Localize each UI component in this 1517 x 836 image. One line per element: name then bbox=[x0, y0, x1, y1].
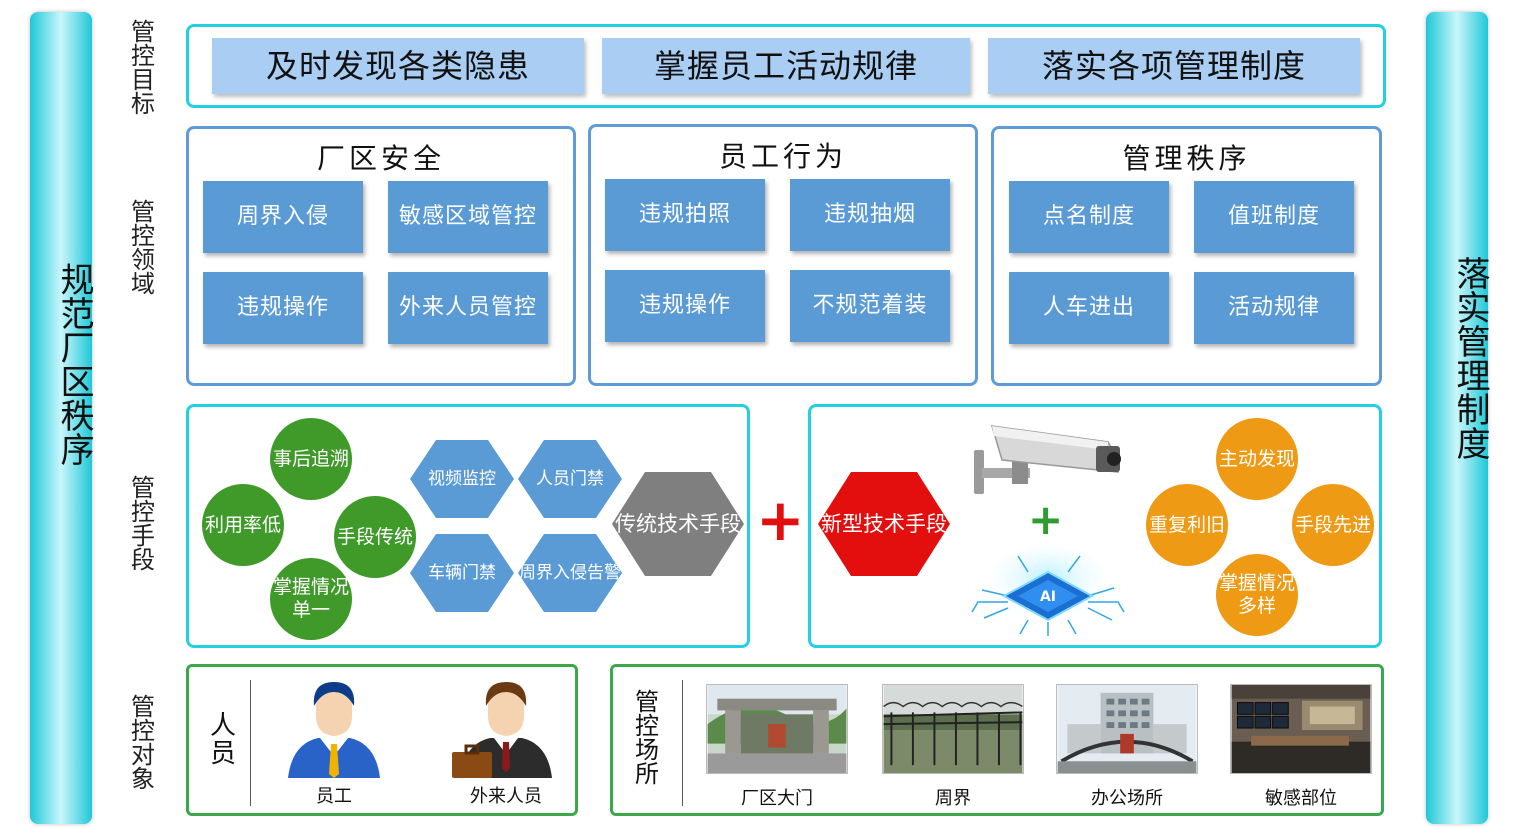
row-label-means: 管控手段 bbox=[131, 474, 155, 574]
perimeter-caption: 周界 bbox=[935, 788, 971, 809]
goal-box-1: 及时发现各类隐患 bbox=[212, 38, 584, 94]
domain-tile: 违规拍照 bbox=[605, 179, 765, 251]
domain-tile: 违规抽烟 bbox=[790, 179, 950, 251]
new-circle: 掌握情况多样 bbox=[1216, 554, 1298, 636]
trad-hex: 视频监控 bbox=[410, 440, 514, 518]
new-circle: 主动发现 bbox=[1216, 418, 1298, 500]
left-bar-text: 规范厂区秩序 bbox=[54, 262, 94, 466]
new-tech-hex: 新型技术手段 bbox=[818, 472, 950, 576]
new-circle: 手段先进 bbox=[1292, 484, 1374, 566]
visitor-icon bbox=[452, 682, 552, 778]
people-divider bbox=[250, 680, 251, 806]
plus-icon-red: + bbox=[756, 486, 805, 554]
domain-tile: 不规范着装 bbox=[790, 270, 950, 342]
trad-circle: 掌握情况单一 bbox=[270, 558, 352, 640]
domain-tile: 周界入侵 bbox=[203, 181, 363, 253]
domain-tile: 人车进出 bbox=[1009, 272, 1169, 344]
cctv-camera-icon bbox=[974, 425, 1121, 494]
domain-panel-staff: 员工行为 违规拍照 违规抽烟 违规操作 不规范着装 bbox=[588, 124, 978, 386]
domain-tile: 违规操作 bbox=[203, 272, 363, 344]
domain-title: 管理秩序 bbox=[1122, 142, 1251, 175]
domain-tile: 外来人员管控 bbox=[388, 272, 548, 344]
row-label-object: 管控对象 bbox=[131, 693, 155, 793]
trad-hex: 车辆门禁 bbox=[410, 534, 514, 612]
domain-tile: 活动规律 bbox=[1194, 272, 1354, 344]
ai-chip-icon: AI bbox=[971, 546, 1125, 636]
perimeter-photo bbox=[882, 684, 1024, 774]
employee-icon bbox=[288, 682, 380, 778]
people-label: 人员 bbox=[209, 711, 236, 769]
goal-box-3: 落实各项管理制度 bbox=[988, 38, 1360, 94]
domain-tile: 点名制度 bbox=[1009, 181, 1169, 253]
trad-circle: 事后追溯 bbox=[270, 418, 352, 500]
domain-tile: 值班制度 bbox=[1194, 181, 1354, 253]
new-circle: 重复利旧 bbox=[1146, 484, 1228, 566]
domain-tile: 违规操作 bbox=[605, 270, 765, 342]
employee-caption: 员工 bbox=[316, 786, 352, 807]
places-label: 管控场所 bbox=[635, 688, 659, 788]
trad-circle: 利用率低 bbox=[202, 484, 284, 566]
right-side-bar: 落实管理制度 bbox=[1426, 12, 1490, 824]
row-label-domain: 管控领域 bbox=[131, 198, 155, 298]
domain-panel-order: 管理秩序 点名制度 值班制度 人车进出 活动规律 bbox=[991, 126, 1382, 386]
sensitive-area-caption: 敏感部位 bbox=[1265, 788, 1337, 809]
right-bar-text: 落实管理制度 bbox=[1450, 256, 1490, 460]
factory-gate-photo bbox=[706, 684, 848, 774]
trad-circle: 手段传统 bbox=[334, 496, 416, 578]
plus-icon-green: + bbox=[1028, 495, 1064, 544]
domain-tile: 敏感区域管控 bbox=[388, 181, 548, 253]
factory-gate-caption: 厂区大门 bbox=[741, 788, 813, 809]
left-side-bar: 规范厂区秩序 bbox=[30, 12, 94, 824]
office-caption: 办公场所 bbox=[1091, 788, 1163, 809]
places-divider bbox=[682, 680, 683, 806]
ai-chip-label: AI bbox=[1040, 589, 1056, 605]
domain-panel-factory: 厂区安全 周界入侵 敏感区域管控 违规操作 外来人员管控 bbox=[186, 126, 576, 386]
sensitive-area-photo bbox=[1230, 684, 1372, 774]
goal-box-2: 掌握员工活动规律 bbox=[602, 38, 970, 94]
row-label-goal: 管控目标 bbox=[131, 18, 155, 118]
domain-title: 厂区安全 bbox=[316, 142, 445, 175]
visitor-caption: 外来人员 bbox=[470, 786, 542, 807]
domain-title: 员工行为 bbox=[718, 140, 847, 173]
office-photo bbox=[1056, 684, 1198, 774]
